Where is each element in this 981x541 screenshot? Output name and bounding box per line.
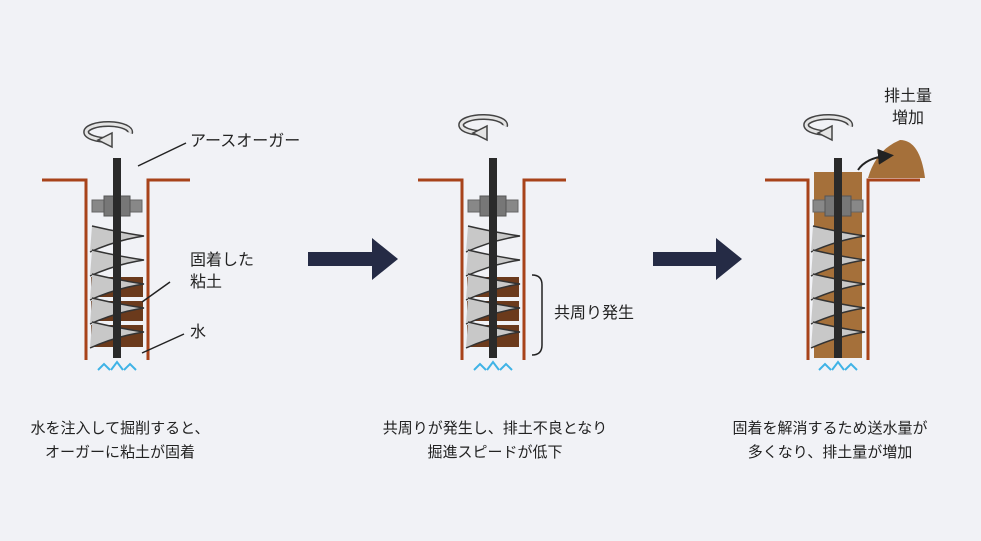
water-leader xyxy=(141,333,185,354)
caption-panel-2: 共周りが発生し、排土不良となり 掘進スピードが低下 xyxy=(345,416,645,464)
clay-label-line2: 粘土 xyxy=(190,272,223,291)
auger-rod xyxy=(834,158,842,358)
soil-label-line2: 増加 xyxy=(892,108,925,127)
corotation-bracket xyxy=(531,274,543,356)
caption-line: 多くなり、排土量が増加 xyxy=(747,443,913,461)
soil-discharge-arrow-icon xyxy=(857,148,894,171)
panel-2-auger xyxy=(418,114,566,371)
rotation-arrow-icon xyxy=(803,114,854,142)
caption-panel-3: 固着を解消するため送水量が 多くなり、排土量が増加 xyxy=(700,416,960,464)
auger-leader xyxy=(137,142,187,167)
water-jet-icon xyxy=(473,360,513,371)
casing xyxy=(42,178,190,360)
caption-line: 共周りが発生し、排土不良となり xyxy=(382,419,608,437)
auger-rod xyxy=(113,158,121,358)
casing xyxy=(765,178,920,360)
soil-label-line1: 排土量 xyxy=(884,86,933,105)
caption-line: オーガーに粘土が固着 xyxy=(44,443,195,461)
auger-label: アースオーガー xyxy=(190,131,301,150)
water-jet-icon xyxy=(97,360,137,371)
rotation-arrow-icon xyxy=(83,121,134,149)
water-label: 水 xyxy=(190,322,207,341)
caption-panel-1: 水を注入して掘削すると、 オーガーに粘土が固着 xyxy=(20,416,220,464)
water-jet-icon xyxy=(818,360,858,371)
auger-rod xyxy=(489,158,497,358)
clay-leader xyxy=(141,281,171,303)
discharged-soil-mound xyxy=(868,140,925,178)
rotation-arrow-icon xyxy=(458,114,509,142)
caption-line: 水を注入して掘削すると、 xyxy=(30,419,210,437)
corotation-label: 共周り発生 xyxy=(554,303,635,322)
transition-arrow-1 xyxy=(308,238,398,280)
panel-1-auger xyxy=(42,121,190,371)
transition-arrow-2 xyxy=(653,238,742,280)
caption-line: 固着を解消するため送水量が xyxy=(732,419,928,437)
casing xyxy=(418,178,566,360)
clay-label-line1: 固着した xyxy=(190,250,255,269)
panel-3-auger xyxy=(765,114,925,371)
caption-line: 掘進スピードが低下 xyxy=(427,443,563,461)
